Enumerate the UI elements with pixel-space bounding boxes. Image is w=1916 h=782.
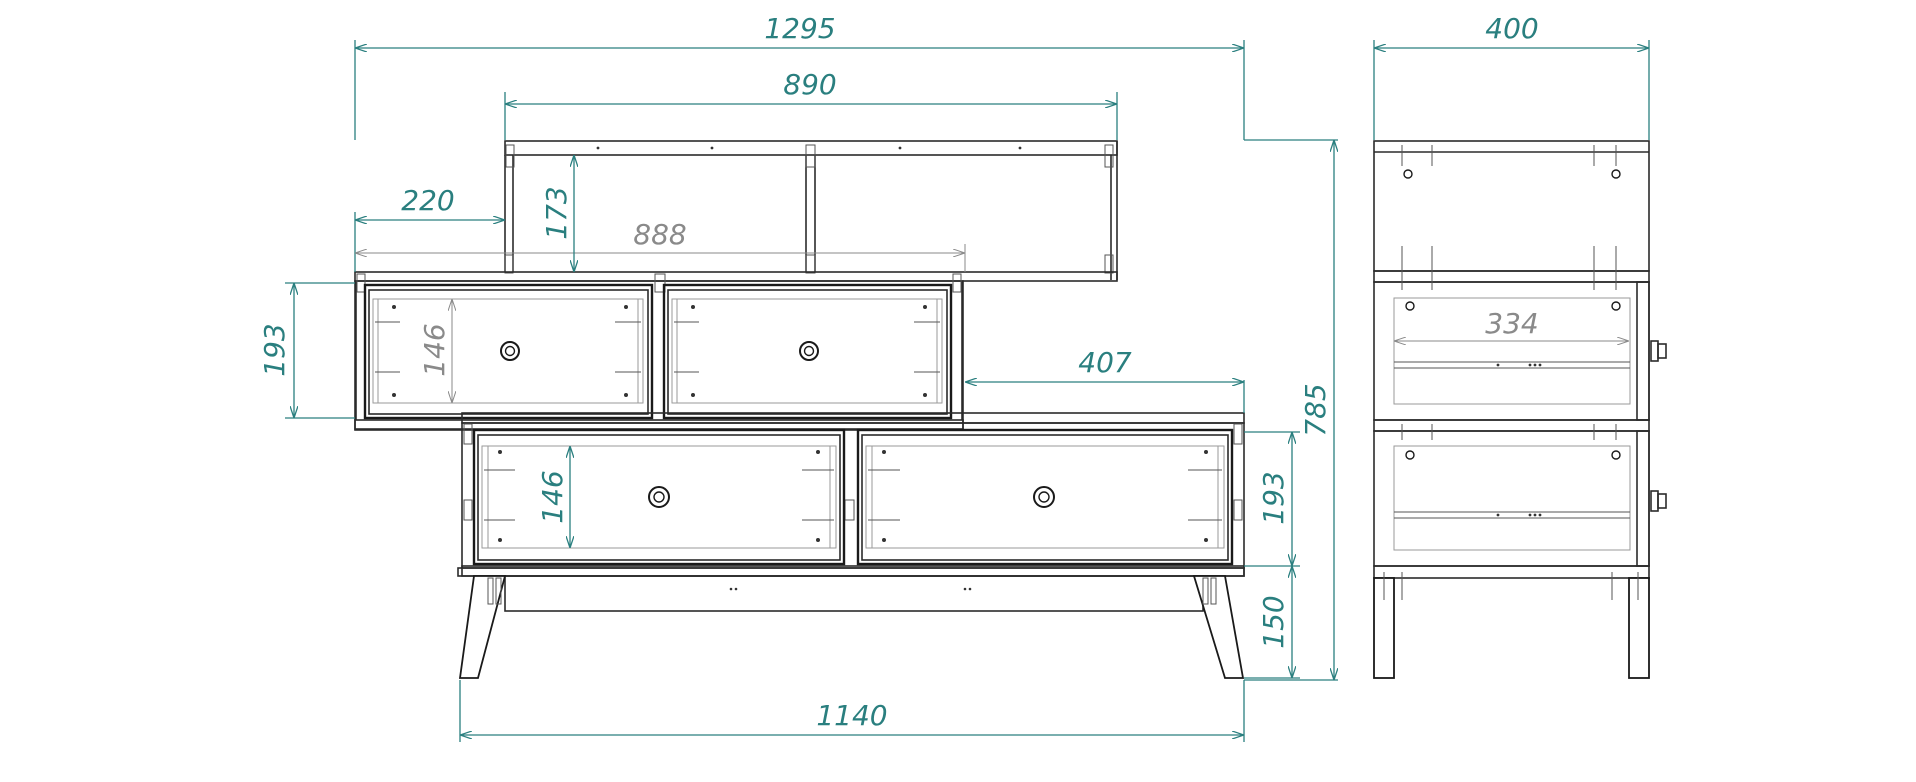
dim-lower-height: 193 xyxy=(1257,471,1290,524)
base-legs xyxy=(457,567,1245,679)
dim-side-drawer-depth: 334 xyxy=(1485,307,1538,340)
dim-middle-height: 193 xyxy=(258,323,291,376)
dim-depth: 400 xyxy=(1485,12,1538,45)
top-shelf xyxy=(504,140,1118,280)
front-dimensions: 1295 890 220 888 173 193 146 407 146 xyxy=(258,12,1338,742)
dim-leg-height: 150 xyxy=(1257,595,1290,648)
side-knob-icon xyxy=(1650,340,1659,362)
dim-shelf-offset: 220 xyxy=(401,184,454,217)
middle-module xyxy=(354,271,1118,431)
side-view: 334 xyxy=(1373,140,1667,679)
lower-left-drawer xyxy=(472,428,846,566)
dim-shelf-height: 173 xyxy=(540,186,573,239)
dim-total-height: 785 xyxy=(1299,383,1332,436)
side-dimensions: 400 xyxy=(1373,12,1650,140)
dim-middle-drawer-height: 146 xyxy=(418,323,451,376)
dim-lower-drawer-height: 146 xyxy=(536,470,569,523)
dim-lower-offset: 407 xyxy=(1078,346,1132,379)
dim-shelf-width: 890 xyxy=(783,68,836,101)
lower-module xyxy=(461,412,1245,577)
side-knob-icon xyxy=(1650,490,1659,512)
dim-middle-width: 888 xyxy=(633,218,686,251)
dim-base-width: 1140 xyxy=(816,699,887,732)
front-view xyxy=(354,140,1245,679)
lower-right-drawer xyxy=(856,428,1234,566)
middle-right-drawer xyxy=(662,283,953,420)
dim-overall-width: 1295 xyxy=(764,12,835,45)
middle-left-drawer xyxy=(363,283,654,420)
